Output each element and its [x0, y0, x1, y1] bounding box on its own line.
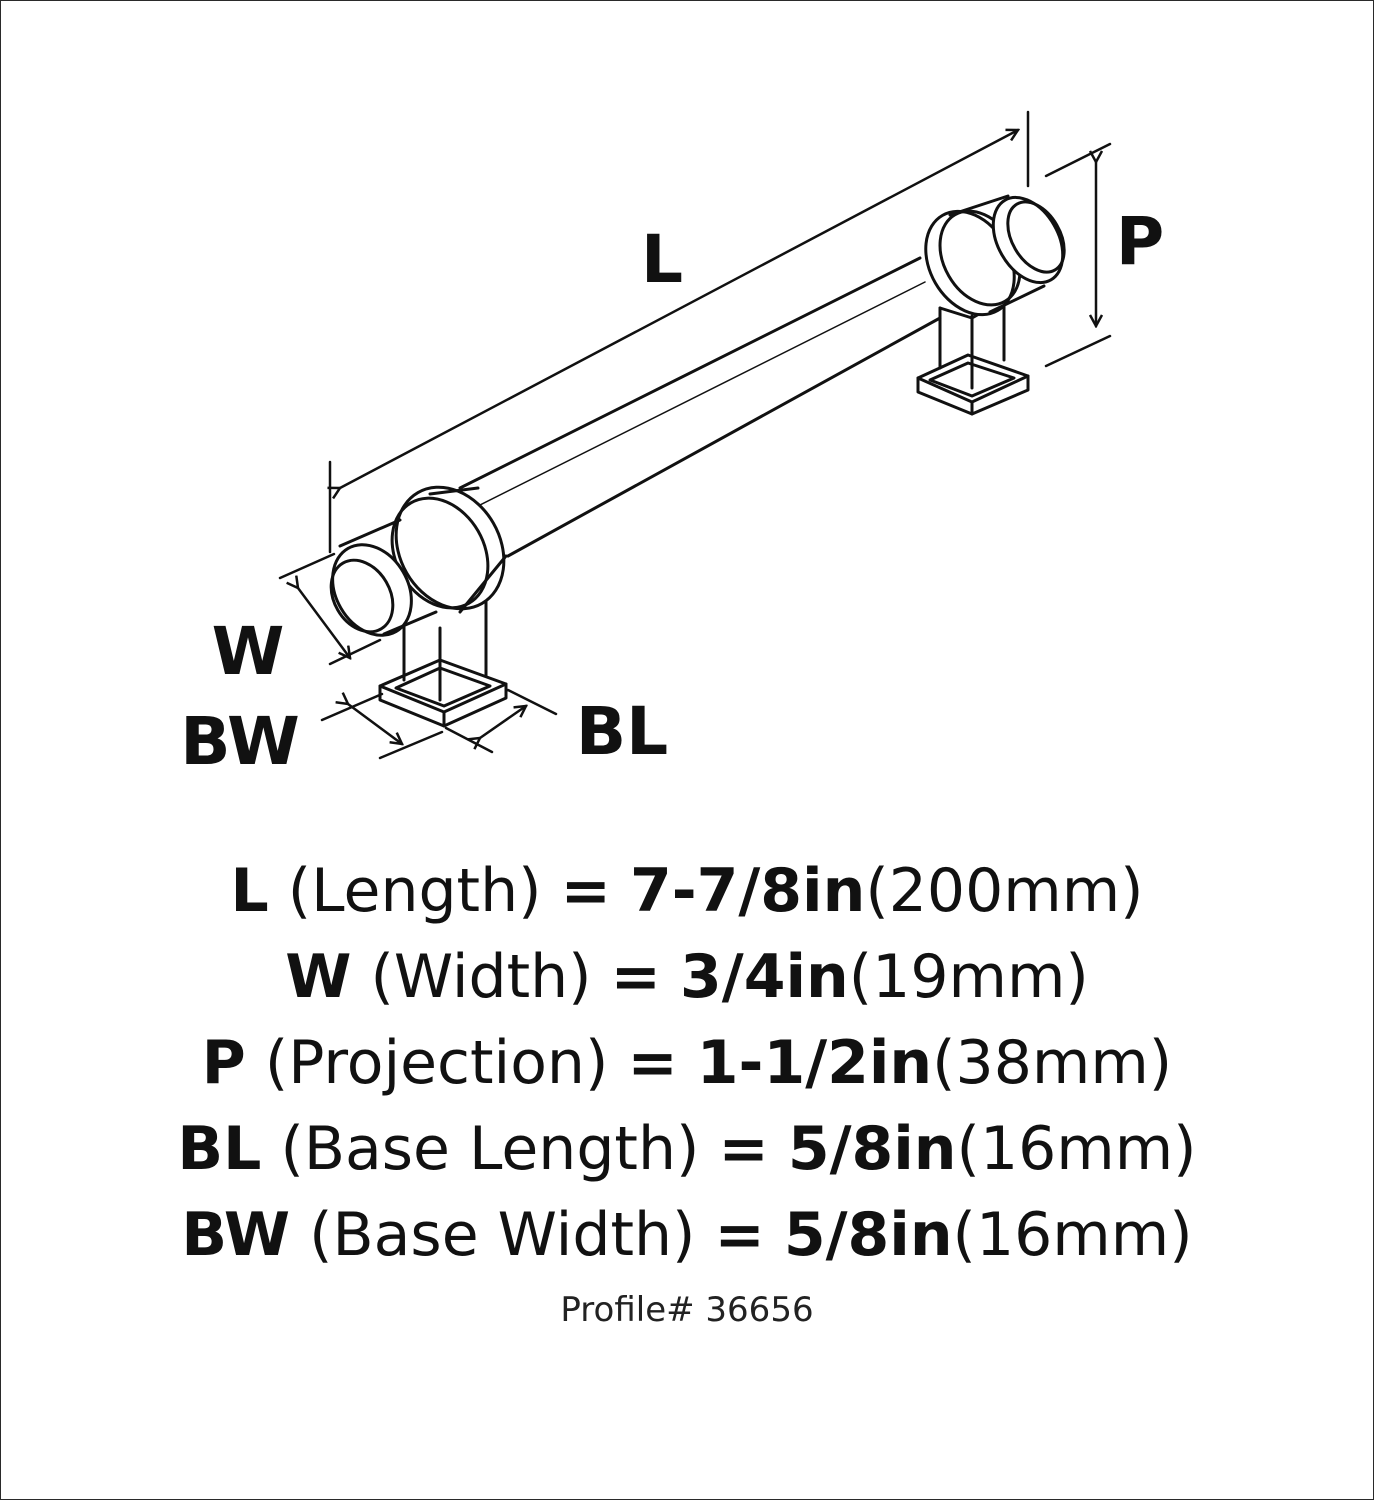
spec-metric: (200mm) — [865, 856, 1144, 926]
spec-metric: (16mm) — [952, 1200, 1193, 1270]
spec-name: (Base Length) — [280, 1114, 700, 1184]
width-dimension — [278, 552, 382, 666]
left-post — [378, 594, 508, 728]
spec-abbr: P — [201, 1028, 246, 1098]
spec-imperial: 3/4in — [680, 942, 849, 1012]
spec-equals: = — [627, 1028, 678, 1098]
handle-bar — [458, 256, 942, 558]
spec-equals: = — [610, 942, 661, 1012]
spec-line-base-width: BW (Base Width) = 5/8in(16mm) — [0, 1192, 1374, 1278]
base-width-label: BW — [180, 703, 300, 780]
spec-line-projection: P (Projection) = 1-1/2in(38mm) — [0, 1020, 1374, 1106]
spec-line-length: L (Length) = 7-7/8in(200mm) — [0, 848, 1374, 934]
spec-line-base-length: BL (Base Length) = 5/8in(16mm) — [0, 1106, 1374, 1192]
spec-imperial: 5/8in — [783, 1200, 953, 1270]
spec-equals: = — [560, 856, 611, 926]
spec-equals: = — [718, 1114, 769, 1184]
spec-name: (Base Width) — [309, 1200, 696, 1270]
width-label: W — [212, 613, 285, 690]
projection-dimension — [1044, 142, 1112, 368]
spec-name: (Width) — [370, 942, 592, 1012]
spec-equals: = — [714, 1200, 765, 1270]
spec-abbr: BL — [177, 1114, 262, 1184]
projection-label: P — [1116, 203, 1164, 280]
spec-imperial: 7-7/8in — [629, 856, 866, 926]
base-width-dimension — [320, 694, 444, 760]
spec-metric: (19mm) — [848, 942, 1089, 1012]
handle-dimension-diagram: L P W BW BL — [180, 110, 1164, 780]
length-label: L — [641, 221, 683, 298]
spec-abbr: W — [285, 942, 352, 1012]
right-collar — [924, 194, 1066, 317]
left-collar — [329, 485, 508, 637]
spec-metric: (38mm) — [932, 1028, 1173, 1098]
base-length-label: BL — [576, 693, 668, 770]
length-dimension — [330, 110, 1030, 554]
right-post — [916, 298, 1030, 416]
spec-imperial: 1-1/2in — [696, 1028, 933, 1098]
spec-abbr: L — [230, 856, 269, 926]
spec-metric: (16mm) — [956, 1114, 1197, 1184]
spec-abbr: BW — [181, 1200, 291, 1270]
base-length-dimension — [444, 688, 558, 754]
spec-name: (Length) — [287, 856, 542, 926]
spec-line-width: W (Width) = 3/4in(19mm) — [0, 934, 1374, 1020]
profile-number: Profile# 36656 — [560, 1290, 814, 1330]
specification-list: L (Length) = 7-7/8in(200mm) W (Width) = … — [0, 848, 1374, 1278]
spec-imperial: 5/8in — [787, 1114, 957, 1184]
spec-name: (Projection) — [264, 1028, 609, 1098]
